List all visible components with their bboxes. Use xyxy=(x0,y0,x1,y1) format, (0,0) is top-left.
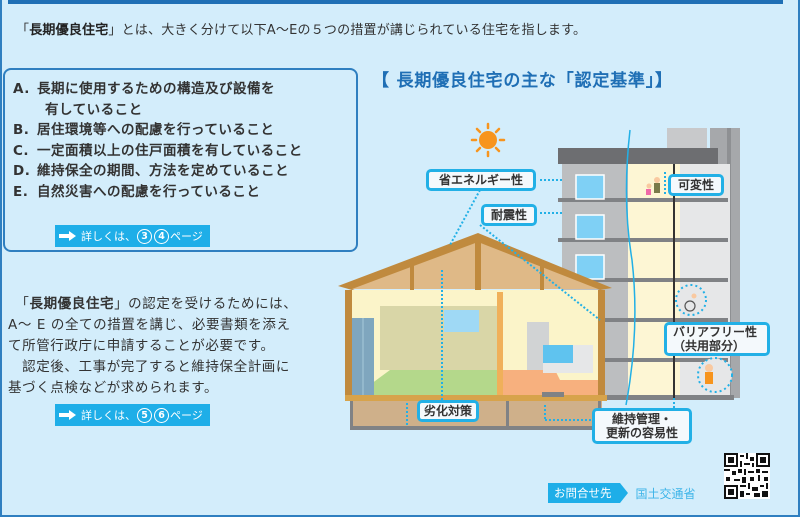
details-link-pages-3-4[interactable]: 詳しくは、 3 4 ページ xyxy=(55,225,210,247)
criteria-item-a-continued: 有していること xyxy=(45,101,143,118)
page-number-badge: 5 xyxy=(137,407,152,423)
page-number-badge: 6 xyxy=(154,407,169,423)
criteria-item-d: D.維持保全の期間、方法を定めていること xyxy=(13,163,289,179)
top-bar xyxy=(8,0,783,4)
criteria-title: 【 長期優良住宅の主な「認定基準」】 xyxy=(372,71,673,91)
tag-barrier-free: バリアフリー性 （共用部分） xyxy=(664,322,770,356)
certification-paragraph: 「長期優良住宅」の認定を受けるためには、 A～ E の全ての措置を講じ、必要書類… xyxy=(8,296,298,396)
contact-organization[interactable]: 国土交通省 xyxy=(635,486,696,501)
criteria-item-a: A.長期に使用するための構造及び設備を xyxy=(13,81,275,97)
criteria-box: A.長期に使用するための構造及び設備を 有していること B.居住環境等への配慮を… xyxy=(3,68,358,252)
tag-energy-efficiency: 省エネルギー性 xyxy=(426,169,536,191)
contact-info: お問合せ先 国土交通省 xyxy=(548,483,696,503)
arrow-right-icon xyxy=(59,410,77,420)
intro-term: 長期優良住宅 xyxy=(29,23,109,38)
contact-label: お問合せ先 xyxy=(548,483,627,503)
tag-adaptability: 可変性 xyxy=(668,174,724,196)
house-illustration: 省エネルギー性 耐震性 可変性 バリアフリー性 （共用部分） 劣化対策 維持管理… xyxy=(330,110,770,444)
criteria-item-b: B.居住環境等への配慮を行っていること xyxy=(13,122,275,138)
tag-deterioration-countermeasures: 劣化対策 xyxy=(417,400,479,422)
page-number-badge: 3 xyxy=(137,228,152,244)
page-number-badge: 4 xyxy=(154,228,169,244)
sun-icon xyxy=(470,122,506,158)
tag-maintenance-ease: 維持管理・ 更新の容易性 xyxy=(592,408,692,444)
tag-earthquake-resistance: 耐震性 xyxy=(481,204,537,226)
criteria-list: A.長期に使用するための構造及び設備を 有していること B.居住環境等への配慮を… xyxy=(13,79,303,202)
arrow-right-icon xyxy=(59,231,77,241)
qr-code-icon[interactable] xyxy=(724,453,770,499)
intro-text: 「長期優良住宅」とは、大きく分けて以下A～Eの５つの措置が講じられている住宅を指… xyxy=(16,23,587,38)
criteria-item-c: C.一定面積以上の住戸面積を有していること xyxy=(13,142,303,159)
details-link-pages-5-6[interactable]: 詳しくは、 5 6 ページ xyxy=(55,404,210,426)
criteria-item-e: E.自然災害への配慮を行っていること xyxy=(13,183,261,200)
house-building-illustration xyxy=(338,122,740,430)
